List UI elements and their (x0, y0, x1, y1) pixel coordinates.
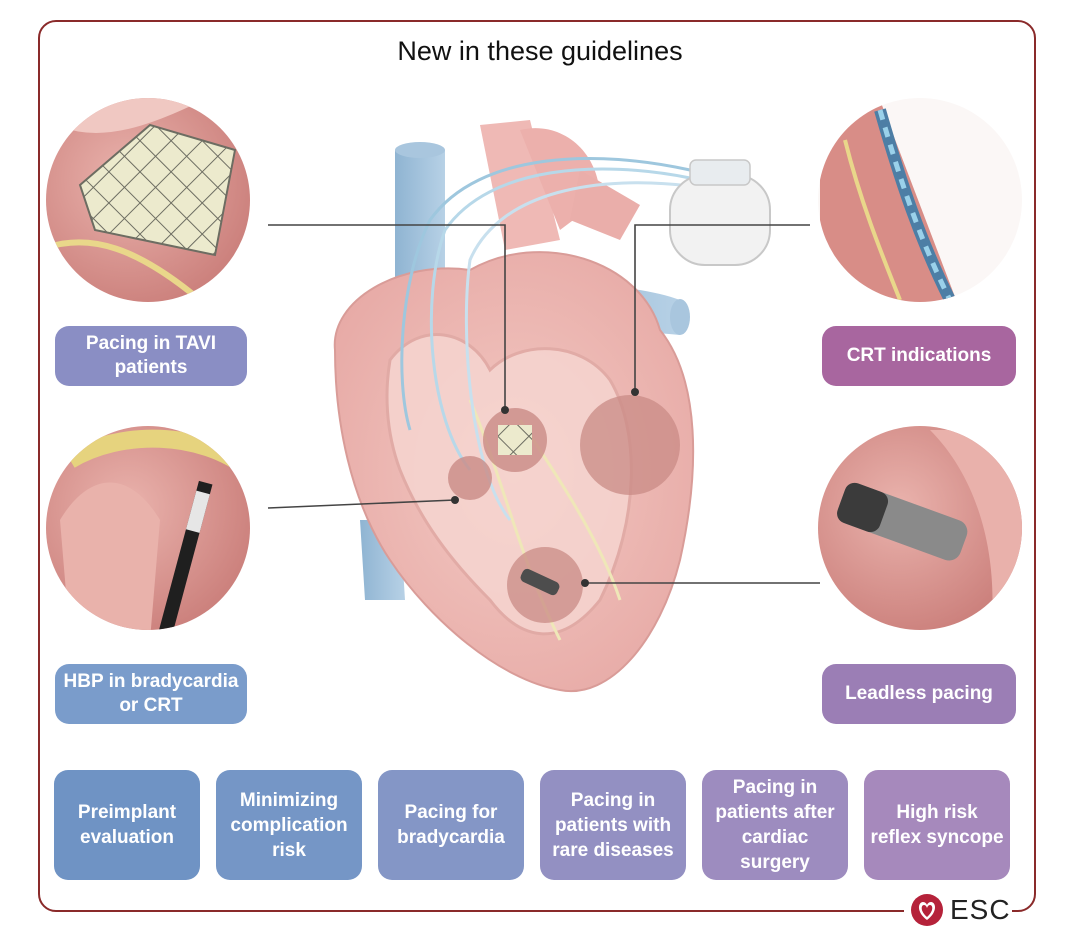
topic-reflex-syncope: High risk reflex syncope (864, 770, 1010, 880)
connector-lines (267, 224, 820, 584)
crt-inset (580, 395, 680, 495)
esc-logo-text: ESC (950, 894, 1011, 925)
topic-pacing-for-bradycardia: Pacing for bradycardia (378, 770, 524, 880)
callout-leadless: Leadless pacing (822, 664, 1016, 724)
aorta (480, 120, 640, 250)
esc-heart-icon (911, 894, 943, 926)
callout-tavi: Pacing in TAVI patients (55, 326, 247, 386)
hbp-inset (448, 456, 492, 500)
tavi-circle (46, 98, 250, 302)
topic-after-cardiac-surgery: Pacing in patients after cardiac surgery (702, 770, 848, 880)
topic-minimizing-complication-risk: Minimizing complication risk (216, 770, 362, 880)
connector-dot-tavi (501, 406, 509, 414)
tavi-valve-mini (498, 425, 532, 455)
hbp-circle (46, 426, 250, 630)
callout-crt-indications: CRT indications (822, 326, 1016, 386)
esc-logo: ESC (904, 888, 1012, 932)
connector-dot-crt (631, 388, 639, 396)
topic-rare-diseases: Pacing in patients with rare diseases (540, 770, 686, 880)
crt-circle (818, 98, 1022, 302)
connector-dot-leadless (581, 579, 589, 587)
figure-title: New in these guidelines (397, 36, 683, 66)
leadless-circle (818, 426, 1022, 630)
topic-preimplant-evaluation: Preimplant evaluation (54, 770, 200, 880)
figure-frame (38, 20, 1036, 912)
leadless-device-mini (520, 568, 560, 596)
pacemaker-generator (669, 159, 771, 266)
connector-dot-hbp (451, 496, 459, 504)
pacing-leads (400, 157, 691, 521)
callout-hbp: HBP in bradycardia or CRT (55, 664, 247, 724)
